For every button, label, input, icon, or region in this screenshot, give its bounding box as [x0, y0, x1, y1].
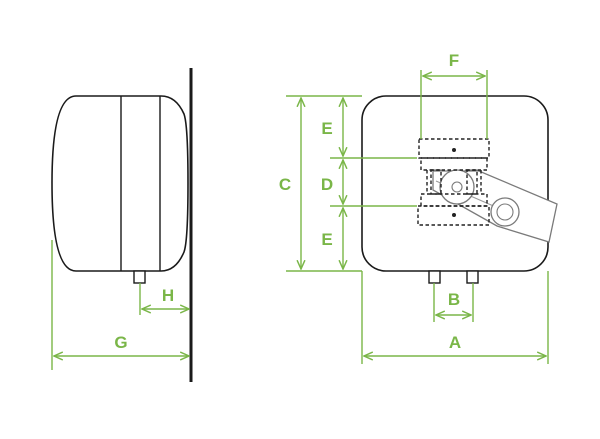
dim-e-top-label: E — [321, 119, 332, 138]
front-view-pipe-left — [428, 270, 441, 284]
mounting-arm-end-inner — [496, 203, 514, 221]
dim-b-label: B — [448, 290, 460, 309]
front-view-pipe-right — [466, 270, 479, 284]
bracket-top — [418, 138, 490, 159]
mounting-arm-pivot-pin — [451, 181, 463, 193]
mounting-arm — [432, 169, 558, 243]
dim-g-label: G — [114, 333, 127, 352]
bracket-mid-top — [420, 157, 488, 171]
bracket-left-riser — [430, 169, 442, 195]
bracket-mid-bottom — [420, 193, 488, 207]
dim-c-label: C — [279, 175, 291, 194]
dim-h-label: H — [162, 286, 174, 305]
front-view: F C E D E B A — [279, 51, 558, 364]
dim-f-label: F — [449, 51, 459, 70]
side-view-tank-body — [51, 95, 189, 272]
bracket-right-riser — [466, 169, 478, 195]
bracket-bottom — [417, 205, 490, 226]
dim-e-bottom-label: E — [321, 230, 332, 249]
mounting-brackets — [417, 138, 490, 226]
bracket-hole-bottom — [452, 213, 456, 217]
dim-d-label: D — [321, 175, 333, 194]
side-view: H G — [51, 68, 193, 382]
bracket-hole-top — [452, 148, 456, 152]
dim-a-label: A — [449, 333, 461, 352]
side-view-pipe — [133, 270, 146, 284]
